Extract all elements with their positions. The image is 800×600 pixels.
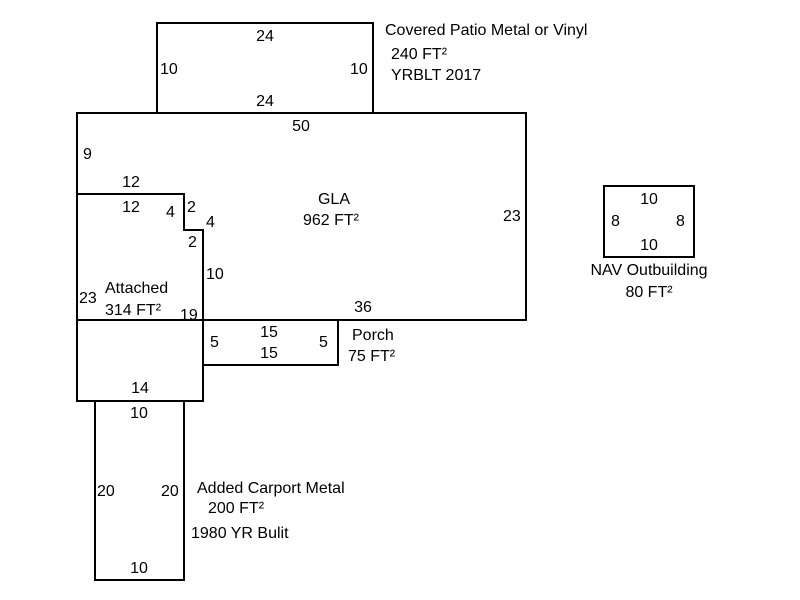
outbuilding-dim-bottom: 10 xyxy=(640,237,658,254)
porch-dim-right: 5 xyxy=(319,334,328,351)
patio-label: Covered Patio Metal or Vinyl xyxy=(385,22,587,39)
outbuilding-label: NAV Outbuilding xyxy=(590,262,707,279)
patio-dim-left: 10 xyxy=(160,61,178,78)
attached-dim-right: 19 xyxy=(180,307,198,324)
porch-dim-bottom: 15 xyxy=(260,345,278,362)
outbuilding-dim-top: 10 xyxy=(640,191,658,208)
attached-dim-bottom: 14 xyxy=(131,380,149,397)
gla-dim-4: 4 xyxy=(206,214,215,231)
gla-dim-2: 2 xyxy=(187,199,196,216)
porch-area: 75 FT² xyxy=(348,348,396,365)
carport-year: 1980 YR Bulit xyxy=(191,525,289,542)
outbuilding-dim-left: 8 xyxy=(611,213,620,230)
gla-dim-bottom: 36 xyxy=(354,299,372,316)
gla-dim-right: 23 xyxy=(503,208,521,225)
patio-dim-bottom: 24 xyxy=(256,93,274,110)
outbuilding-shape xyxy=(603,185,695,258)
porch-shape xyxy=(202,319,339,366)
patio-dim-top: 24 xyxy=(256,28,274,45)
attached-dim-notch-v: 2 xyxy=(188,234,197,251)
gla-dim-left: 9 xyxy=(83,146,92,163)
attached-dim-top: 12 xyxy=(122,199,140,216)
patio-area: 240 FT² xyxy=(391,46,448,63)
attached-area: 314 FT² xyxy=(105,302,162,319)
carport-dim-bottom: 10 xyxy=(130,560,148,577)
carport-dim-right: 20 xyxy=(161,483,179,500)
gla-dim-10: 10 xyxy=(206,266,224,283)
carport-dim-left: 20 xyxy=(97,483,115,500)
attached-dim-left: 23 xyxy=(79,290,97,307)
porch-dim-left: 5 xyxy=(210,334,219,351)
gla-dim-top: 50 xyxy=(292,118,310,135)
patio-year: YRBLT 2017 xyxy=(391,67,481,84)
carport-area: 200 FT² xyxy=(208,500,265,517)
attached-shape xyxy=(76,193,204,402)
attached-dim-notch-h: 4 xyxy=(166,204,175,221)
carport-dim-top: 10 xyxy=(130,405,148,422)
outbuilding-area: 80 FT² xyxy=(625,284,673,301)
gla-area: 962 FT² xyxy=(303,212,360,229)
porch-dim-top: 15 xyxy=(260,324,278,341)
attached-label: Attached xyxy=(105,280,168,297)
outbuilding-dim-right: 8 xyxy=(676,213,685,230)
gla-dim-12: 12 xyxy=(122,174,140,191)
patio-dim-right: 10 xyxy=(350,61,368,78)
gla-label: GLA xyxy=(318,191,350,208)
carport-shape xyxy=(94,400,185,581)
carport-label: Added Carport Metal xyxy=(197,480,345,497)
porch-label: Porch xyxy=(352,327,394,344)
